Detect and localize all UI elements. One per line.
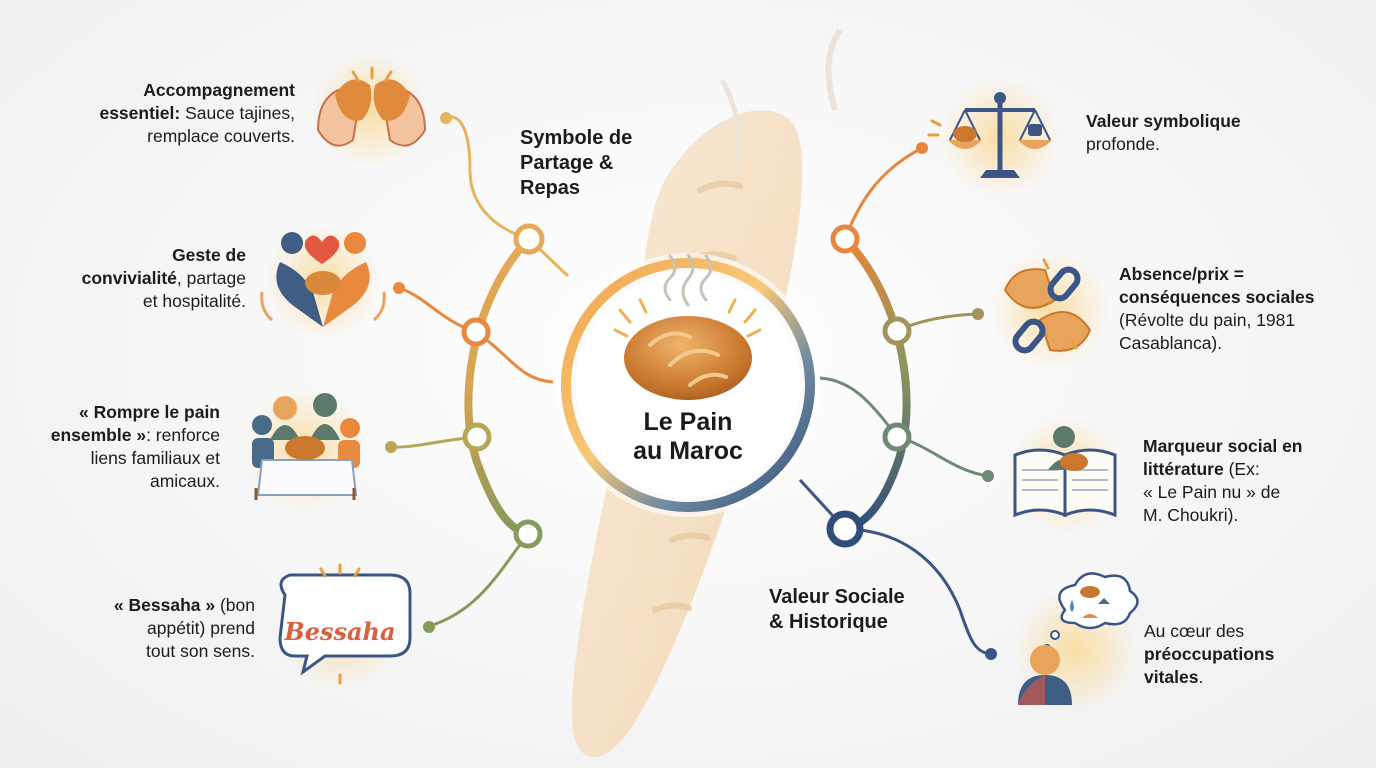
center-title-line: Le Pain	[643, 408, 733, 436]
item-bold: « Bessaha »	[113, 595, 216, 615]
left-item-3-text: « Rompre le pain ensemble »: renforce li…	[10, 401, 220, 493]
item-bold: ensemble »	[50, 425, 147, 445]
connector-right-3	[896, 435, 989, 478]
item-text: « Le Pain nu » de	[1143, 482, 1281, 502]
endpoint-dot	[393, 282, 405, 294]
right-arc	[841, 235, 911, 533]
endpoint-dot	[916, 142, 928, 154]
right-section-title-line: Valeur Sociale	[769, 586, 905, 608]
left-arc	[464, 235, 533, 538]
item-bold: essentiel:	[99, 103, 181, 123]
item-bold: Absence/prix =	[1119, 264, 1244, 284]
endpoint-dot	[972, 308, 984, 320]
item-bold: préoccupations	[1144, 644, 1275, 664]
arc-node	[882, 316, 912, 346]
bread-breaking-hands-icon	[312, 52, 428, 168]
arc-node	[826, 510, 864, 548]
right-section-title-line: & Historique	[769, 611, 888, 633]
item-text: amicaux.	[149, 471, 220, 491]
speech-bubble-icon: Bessaha	[278, 563, 412, 690]
item-text: .	[1198, 667, 1204, 687]
item-text: tout son sens.	[146, 641, 255, 661]
item-text: remplace couverts.	[147, 126, 295, 146]
right-item-2-text: Absence/prix = conséquences sociales (Ré…	[1119, 263, 1359, 355]
endpoint-dot	[440, 112, 452, 124]
left-section-title: Symbole de Partage & Repas	[520, 126, 632, 201]
arc-node	[513, 223, 545, 255]
arc-node	[513, 519, 543, 549]
broken-chain-icon	[990, 250, 1110, 370]
item-text: Sauce tajines,	[180, 103, 295, 123]
item-bold: « Rompre le pain	[78, 402, 220, 422]
left-item-4-text: « Bessaha » (bon appétit) prend tout son…	[40, 594, 255, 663]
item-text: , partage	[176, 268, 246, 288]
item-bold: convivialité	[81, 268, 177, 288]
left-item-1-text: Accompagnement essentiel: Sauce tajines,…	[40, 79, 295, 148]
item-bold: Valeur symbolique	[1086, 111, 1241, 131]
connector-right-1	[843, 146, 923, 240]
item-text: M. Choukri).	[1143, 505, 1239, 525]
item-bold: littérature	[1143, 459, 1224, 479]
endpoint-dot	[385, 441, 397, 453]
family-table-icon	[243, 388, 367, 512]
left-item-2-text: Geste de convivialité, partage et hospit…	[20, 244, 246, 313]
decor-stroke	[825, 28, 843, 111]
right-item-3-text: Marqueur social en littérature (Ex: « Le…	[1143, 435, 1363, 527]
item-bold: Marqueur social en	[1143, 436, 1303, 456]
open-book-icon	[1005, 415, 1125, 535]
thinking-person-icon	[1013, 572, 1139, 712]
item-text: (bon	[215, 595, 255, 615]
item-bold: vitales	[1144, 667, 1199, 687]
item-text: Au cœur des	[1144, 621, 1245, 641]
center-bread-icon	[613, 253, 762, 400]
arc-node	[462, 422, 492, 452]
endpoint-dot	[423, 621, 435, 633]
item-text: liens familiaux et	[90, 448, 220, 468]
connector-left-4	[429, 533, 530, 628]
right-section-title: Valeur Sociale & Historique	[769, 585, 905, 635]
right-item-4-text: Au cœur des préoccupations vitales.	[1144, 620, 1344, 689]
item-bold: Accompagnement	[143, 80, 295, 100]
item-text: et hospitalité.	[142, 291, 246, 311]
item-bold: conséquences sociales	[1119, 287, 1315, 307]
left-section-title-line: Partage &	[520, 152, 614, 174]
item-bold: Geste de	[172, 245, 246, 265]
connector-center-right	[819, 376, 899, 438]
left-section-title-line: Symbole de	[520, 127, 633, 149]
bubble-text: Bessaha	[283, 617, 395, 646]
connector-left-1	[445, 115, 530, 241]
arc-node	[830, 224, 860, 254]
heart-sharing-icon	[260, 224, 386, 340]
item-text: Casablanca).	[1119, 333, 1223, 353]
center-title-line: au Maroc	[633, 437, 743, 465]
center-title: Le Pain au Maroc	[602, 408, 774, 466]
left-section-title-line: Repas	[520, 177, 581, 199]
endpoint-dot	[985, 648, 997, 660]
item-text: (Ex:	[1223, 459, 1260, 479]
scale-icon	[927, 78, 1060, 198]
arc-node	[461, 317, 491, 347]
item-text: profonde.	[1086, 134, 1160, 154]
decor-stroke	[719, 78, 741, 171]
item-text: appétit) prend	[147, 618, 255, 638]
connector-right-4	[844, 527, 991, 656]
arc-node	[882, 422, 912, 452]
right-item-1-text: Valeur symbolique profonde.	[1086, 110, 1326, 156]
endpoint-dot	[982, 470, 994, 482]
item-text: (Révolte du pain, 1981	[1119, 310, 1296, 330]
item-text: : renforce	[146, 425, 220, 445]
